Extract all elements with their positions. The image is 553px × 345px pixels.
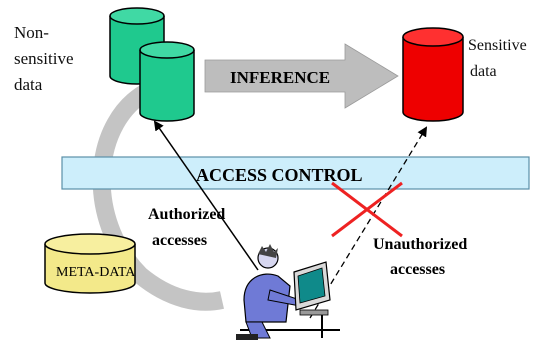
authorized-label-line1: Authorized [148,206,225,223]
denied-cross-icon [331,181,403,238]
unauthorized-access-arrow [309,126,428,319]
metadata-label: META-DATA [56,265,136,280]
unauthorized-label-line1: Unauthorized [373,236,467,253]
user-at-computer-icon [236,244,340,340]
inference-arrow [204,43,399,109]
nonsensitive-label-line1: Non- [14,23,49,42]
access-control-bar [61,156,530,190]
sensitive-label-line1: Sensitive [468,37,527,54]
access-control-label: ACCESS CONTROL [196,165,363,185]
authorized-access-arrow [153,120,259,271]
nonsensitive-label-line2: sensitive [14,49,74,68]
inference-label: INFERENCE [230,68,330,87]
nonsensitive-label-line3: data [14,75,43,94]
unauthorized-label-line2: accesses [390,261,445,278]
sensitive-data-cylinder [402,27,464,122]
authorized-label-line2: accesses [152,232,207,249]
sensitive-label-line2: data [470,63,497,80]
nonsensitive-data-cylinder-front [139,41,195,122]
metadata-cylinder [44,233,136,294]
